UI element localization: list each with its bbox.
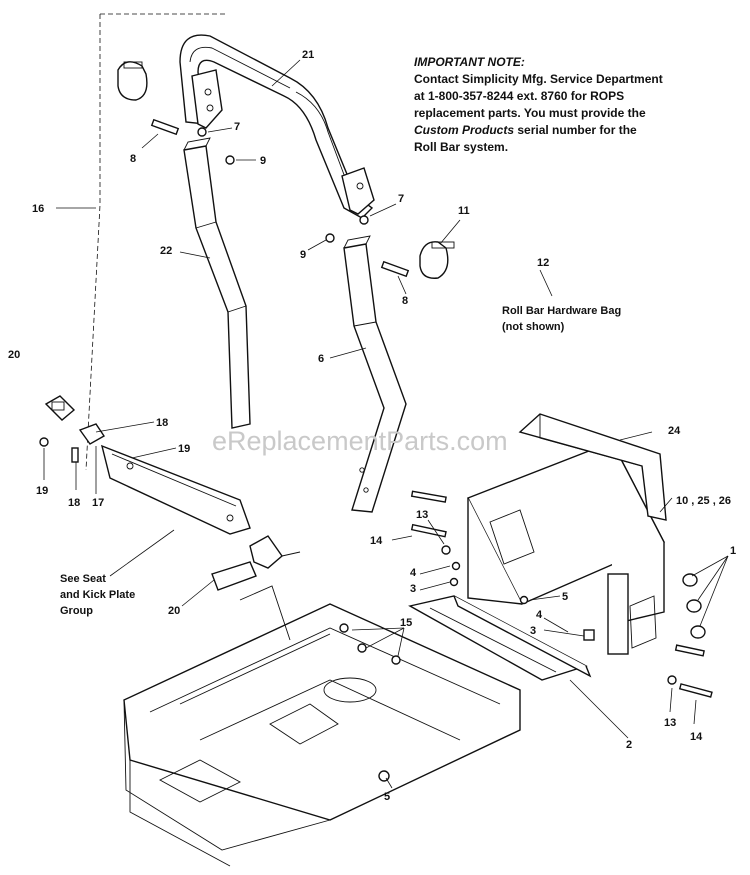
note-line4: Custom Products serial number for the bbox=[414, 123, 637, 137]
callout-10-25-26: 10 , 25 , 26 bbox=[676, 495, 731, 507]
callout-20a: 20 bbox=[8, 349, 20, 361]
bolt-14a bbox=[410, 523, 447, 538]
nut-3a bbox=[449, 577, 459, 587]
important-note: IMPORTANT NOTE: Contact Simplicity Mfg. … bbox=[414, 55, 663, 154]
hardware-bag-line1: Roll Bar Hardware Bag bbox=[502, 305, 621, 317]
callout-15: 15 bbox=[400, 617, 412, 629]
nut-9b bbox=[325, 233, 335, 243]
rops-mount-bracket bbox=[467, 441, 665, 655]
seat-belt-buckle bbox=[44, 395, 76, 421]
callout-21: 21 bbox=[302, 49, 314, 61]
callout-18a: 18 bbox=[156, 417, 168, 429]
callout-3b: 3 bbox=[530, 625, 536, 637]
nut-5a bbox=[519, 595, 529, 605]
seat-group-line3: Group bbox=[60, 605, 93, 617]
caps bbox=[682, 573, 706, 639]
left-roll-bar-tube bbox=[183, 137, 251, 429]
hardware-bag-line2: (not shown) bbox=[502, 321, 565, 333]
callout-4b: 4 bbox=[536, 609, 543, 621]
note-heading: IMPORTANT NOTE: bbox=[414, 55, 525, 69]
nut-15b bbox=[357, 643, 367, 653]
callout-6: 6 bbox=[318, 353, 324, 365]
callout-20b: 20 bbox=[168, 605, 180, 617]
callout-5b: 5 bbox=[384, 791, 390, 803]
nut-19a bbox=[39, 437, 49, 447]
callout-24: 24 bbox=[668, 425, 681, 437]
bolt-3b bbox=[583, 629, 595, 641]
mower-frame bbox=[123, 585, 521, 867]
callout-5a: 5 bbox=[562, 591, 568, 603]
nut-5b bbox=[378, 770, 390, 782]
callout-7b: 7 bbox=[398, 193, 404, 205]
seat-group-line1: See Seat bbox=[60, 573, 106, 585]
callout-4a: 4 bbox=[410, 567, 417, 579]
roll-bar-top bbox=[179, 34, 375, 219]
callout-14a: 14 bbox=[370, 535, 383, 547]
angle-bracket bbox=[408, 595, 592, 681]
bolt-left bbox=[150, 118, 180, 136]
callout-22: 22 bbox=[160, 245, 172, 257]
bolt-14b bbox=[678, 683, 713, 698]
callout-8b: 8 bbox=[402, 295, 408, 307]
note-line4-rest: serial number for the bbox=[514, 123, 637, 137]
nut-4a bbox=[451, 561, 461, 571]
belt-anchor bbox=[78, 423, 105, 445]
callout-9a: 9 bbox=[260, 155, 266, 167]
callout-18b: 18 bbox=[68, 497, 80, 509]
note-line5: Roll Bar system. bbox=[414, 140, 508, 154]
callout-13b: 13 bbox=[664, 717, 676, 729]
nut-7a bbox=[197, 127, 207, 137]
watermark: eReplacementParts.com bbox=[212, 426, 508, 456]
callout-16: 16 bbox=[32, 203, 44, 215]
note-custom-products: Custom Products bbox=[414, 123, 514, 137]
nut-7b bbox=[359, 215, 369, 225]
bolt-18b bbox=[71, 447, 79, 463]
bolt-right bbox=[380, 260, 410, 278]
washer-13a bbox=[441, 545, 451, 555]
callout-8a: 8 bbox=[130, 153, 136, 165]
callout-7a: 7 bbox=[234, 121, 240, 133]
callout-12: 12 bbox=[537, 257, 549, 269]
assembly-boundary bbox=[85, 13, 225, 471]
note-line2: at 1-800-357-8244 ext. 8760 for ROPS bbox=[414, 89, 624, 103]
callout-19b: 19 bbox=[36, 485, 48, 497]
seat-group-line2: and Kick Plate bbox=[60, 589, 135, 601]
leader-lines bbox=[43, 59, 729, 789]
callout-3a: 3 bbox=[410, 583, 416, 595]
callout-11: 11 bbox=[458, 205, 470, 217]
callout-19a: 19 bbox=[178, 443, 190, 455]
right-roll-bar-tube bbox=[343, 235, 407, 513]
washer-13b bbox=[667, 675, 677, 685]
bolt-right-side bbox=[674, 644, 705, 657]
nut-15a bbox=[339, 623, 349, 633]
retractor-bracket bbox=[100, 444, 251, 535]
callout-13a: 13 bbox=[416, 509, 428, 521]
callout-9b: 9 bbox=[300, 249, 306, 261]
hitch-pin-right bbox=[419, 241, 455, 279]
callout-2: 2 bbox=[626, 739, 632, 751]
nut-15c bbox=[391, 655, 401, 665]
callout-14b: 14 bbox=[690, 731, 703, 743]
nut-9a bbox=[225, 155, 235, 165]
callout-1: 1 bbox=[730, 545, 736, 557]
bolt-top bbox=[410, 490, 447, 503]
note-line1: Contact Simplicity Mfg. Service Departme… bbox=[414, 72, 663, 86]
callout-17: 17 bbox=[92, 497, 104, 509]
seat-belt-retractor bbox=[211, 535, 301, 591]
top-cover-plate bbox=[518, 413, 667, 521]
note-line3: replacement parts. You must provide the bbox=[414, 106, 646, 120]
hitch-pin-left bbox=[117, 61, 148, 101]
